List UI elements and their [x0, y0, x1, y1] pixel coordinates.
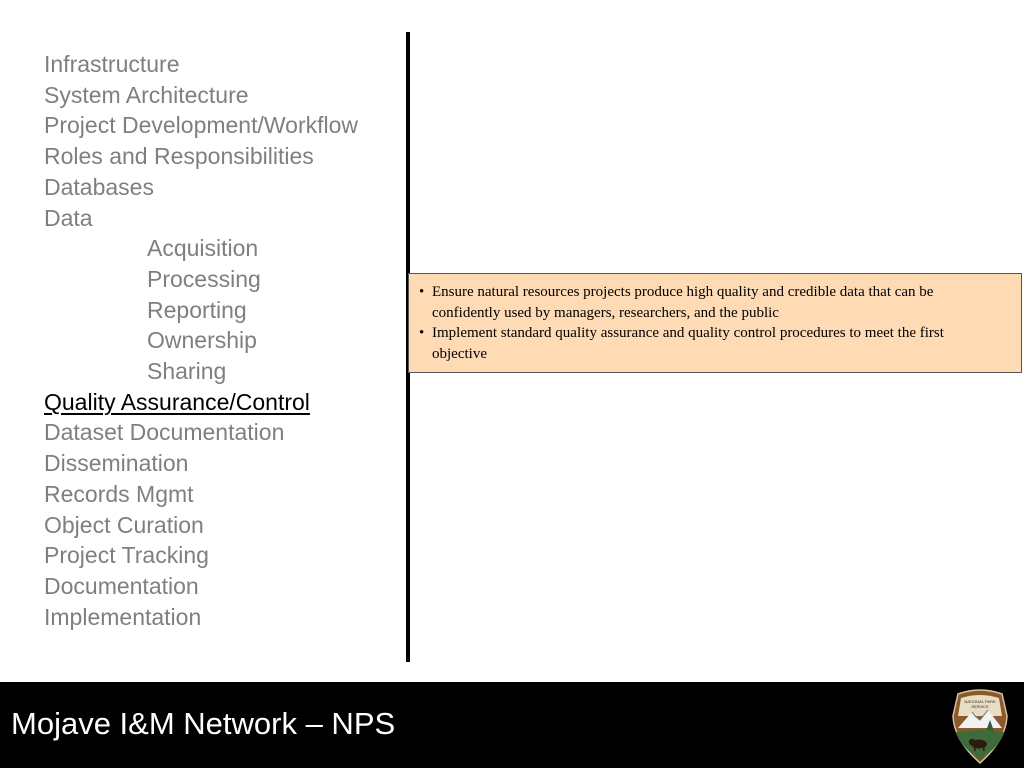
callout-bullet-item: • Ensure natural resources projects prod…	[419, 282, 1001, 323]
subtopic-reporting[interactable]: Reporting	[147, 296, 247, 323]
footer-title: Mojave I&M Network – NPS	[11, 706, 396, 741]
bullet-icon: •	[419, 325, 425, 341]
topic-system-architecture[interactable]: System Architecture	[44, 81, 249, 108]
topic-infrastructure[interactable]: Infrastructure	[44, 51, 180, 77]
callout-bullet-item: • Implement standard quality assurance a…	[419, 323, 1001, 364]
topic-documentation[interactable]: Documentation	[44, 572, 199, 599]
objectives-callout: • Ensure natural resources projects prod…	[408, 273, 1022, 373]
topic-quality-assurance-control[interactable]: Quality Assurance/Control	[44, 388, 310, 415]
topic-dataset-documentation[interactable]: Dataset Documentation	[44, 419, 285, 446]
topic-roles-and-responsibilities[interactable]: Roles and Responsibilities	[44, 143, 314, 170]
subtopic-ownership[interactable]: Ownership	[147, 327, 257, 354]
topic-project-development-workflow[interactable]: Project Development/Workflow	[44, 112, 359, 139]
topic-project-tracking[interactable]: Project Tracking	[44, 542, 209, 569]
topic-databases[interactable]: Databases	[44, 173, 154, 200]
callout-bullet-text: Ensure natural resources projects produc…	[432, 284, 934, 321]
topic-data[interactable]: Data	[44, 204, 93, 231]
topic-object-curation[interactable]: Object Curation	[44, 511, 204, 538]
callout-bullet-text: Implement standard quality assurance and…	[432, 325, 944, 362]
topic-dissemination[interactable]: Dissemination	[44, 450, 189, 477]
topic-list: Infrastructure System Architecture Proje…	[44, 49, 358, 632]
logo-lettering: SERVICE	[971, 704, 989, 709]
nps-arrowhead-icon: NATIONAL PARK SERVICE	[952, 689, 1008, 764]
subtopic-processing[interactable]: Processing	[147, 265, 261, 292]
topic-implementation[interactable]: Implementation	[44, 603, 202, 630]
footer-bar: Mojave I&M Network – NPS NATIONAL PARK S…	[0, 682, 1024, 768]
subtopic-acquisition[interactable]: Acquisition	[147, 235, 259, 262]
topic-records-mgmt[interactable]: Records Mgmt	[44, 480, 194, 507]
bullet-icon: •	[419, 284, 425, 300]
logo-lettering: NATIONAL PARK	[964, 699, 996, 704]
subtopic-sharing[interactable]: Sharing	[147, 358, 227, 385]
